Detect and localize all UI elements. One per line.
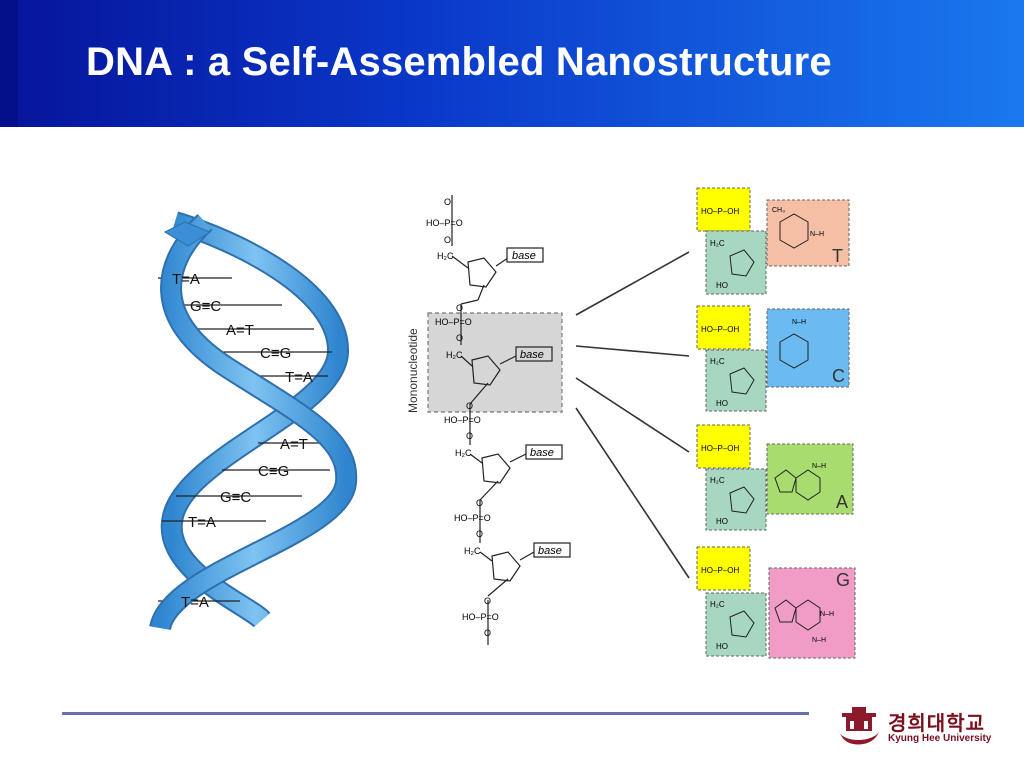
phosphate-box bbox=[696, 546, 751, 591]
sugar-box bbox=[705, 230, 767, 295]
connector-lines bbox=[575, 251, 690, 579]
ch2-label: H₂C bbox=[437, 251, 454, 261]
nh-label: N–H bbox=[792, 319, 806, 326]
base-letter: G bbox=[836, 570, 850, 590]
phosphate-label: HO–P=O bbox=[444, 415, 481, 425]
helix-pair-label: A=T bbox=[226, 322, 254, 339]
nucleotide-g: HO–P–OH H₂C HO N–H N–H G bbox=[696, 546, 856, 659]
ho-label: HO bbox=[716, 517, 728, 526]
helix-pair-label: T=A bbox=[181, 594, 209, 611]
base-label: base bbox=[520, 349, 544, 361]
backbone-unit bbox=[469, 404, 563, 501]
nh-label: N–H bbox=[820, 611, 834, 618]
ch2-label: H₂C bbox=[464, 546, 481, 556]
sugar-box bbox=[705, 468, 767, 531]
phosphate-label: HO–P–OH bbox=[701, 444, 739, 453]
atom-label: O bbox=[466, 401, 473, 411]
university-seal-icon bbox=[838, 707, 880, 745]
base-letter: A bbox=[836, 492, 848, 512]
phosphate-box bbox=[696, 187, 751, 232]
helix-pair-label: G≡C bbox=[190, 298, 221, 315]
ho-label: HO bbox=[716, 399, 728, 408]
helix-pair-label: C≡G bbox=[258, 463, 289, 480]
university-name-english: Kyung Hee University bbox=[888, 733, 992, 744]
slide-title: DNA : a Self-Assembled Nanostructure bbox=[86, 40, 832, 84]
phosphate-label: HO–P–OH bbox=[701, 207, 739, 216]
ho-label: HO bbox=[716, 642, 728, 651]
university-name-korean: 경희대학교 bbox=[888, 711, 985, 735]
title-accent bbox=[0, 0, 18, 127]
atom-label: O bbox=[476, 529, 483, 539]
nucleotide-t: HO–P–OH H₂C HO CH₃ N–H T bbox=[696, 187, 850, 295]
phosphate-label: HO–P=O bbox=[462, 612, 499, 622]
nh-label: N–H bbox=[810, 231, 824, 238]
base-label: base bbox=[538, 545, 562, 557]
base-letter: T bbox=[832, 246, 843, 266]
base-letter: C bbox=[832, 366, 845, 386]
phosphate-label: HO–P=O bbox=[454, 513, 491, 523]
ch2-label: H₂C bbox=[710, 239, 725, 248]
helix-ribbon-tip bbox=[163, 221, 212, 247]
base-box bbox=[768, 567, 856, 659]
base-label: base bbox=[530, 447, 554, 459]
atom-label: O bbox=[476, 498, 483, 508]
base-label: base bbox=[512, 250, 536, 262]
helix-pair-label: C≡G bbox=[260, 345, 291, 362]
backbone-unit bbox=[479, 500, 571, 645]
helix-pair-label: T=A bbox=[285, 369, 313, 386]
nh-label: N–H bbox=[812, 463, 826, 470]
ch2-label: H₂C bbox=[710, 476, 725, 485]
atom-label: O bbox=[444, 235, 451, 245]
helix-pair-label: T=A bbox=[188, 514, 216, 531]
sugar-box bbox=[705, 349, 767, 412]
phosphate-label: HO–P=O bbox=[435, 317, 472, 327]
mononucleotide-label: Mononucleotide bbox=[406, 328, 420, 413]
nucleotide-c: HO–P–OH H₂C HO N–H C bbox=[696, 305, 850, 412]
mononucleotide-box bbox=[427, 312, 563, 413]
atom-label: O bbox=[456, 303, 463, 313]
atom-label: O bbox=[444, 197, 451, 207]
phosphate-box bbox=[696, 424, 751, 469]
phosphate-label: HO–P–OH bbox=[701, 566, 739, 575]
ch2-label: H₂C bbox=[710, 600, 725, 609]
atom-label: O bbox=[484, 596, 491, 606]
footer-rule bbox=[62, 712, 809, 715]
backbone-unit bbox=[451, 195, 544, 305]
helix-pair-label: G≡C bbox=[220, 489, 251, 506]
base-box bbox=[766, 443, 854, 515]
phosphate-box bbox=[696, 305, 751, 350]
nucleotide-a: HO–P–OH H₂C HO N–H A bbox=[696, 424, 854, 531]
nh-label: N–H bbox=[812, 637, 826, 644]
atom-label: O bbox=[456, 333, 463, 343]
helix-pair-label: T=A bbox=[172, 271, 200, 288]
backbone-chain: Mononucleotide O HO–P=O O H₂C base O HO–… bbox=[406, 195, 571, 645]
phosphate-label: HO–P=O bbox=[426, 218, 463, 228]
helix-pair-label: A=T bbox=[280, 436, 308, 453]
ch2-label: H₂C bbox=[455, 448, 472, 458]
sugar-box bbox=[705, 592, 767, 657]
title-bar bbox=[0, 0, 1024, 127]
double-helix: T=A G≡C A=T C≡G T=A A=T C≡G G≡C T=A T=A bbox=[149, 211, 358, 632]
atom-label: O bbox=[484, 628, 491, 638]
ho-label: HO bbox=[716, 281, 728, 290]
ch2-label: H₂C bbox=[710, 357, 725, 366]
backbone-unit bbox=[460, 304, 553, 405]
phosphate-label: HO–P–OH bbox=[701, 325, 739, 334]
atom-label: O bbox=[466, 431, 473, 441]
ch3-label: CH₃ bbox=[772, 207, 785, 214]
ch2-label: H₂C bbox=[446, 350, 463, 360]
